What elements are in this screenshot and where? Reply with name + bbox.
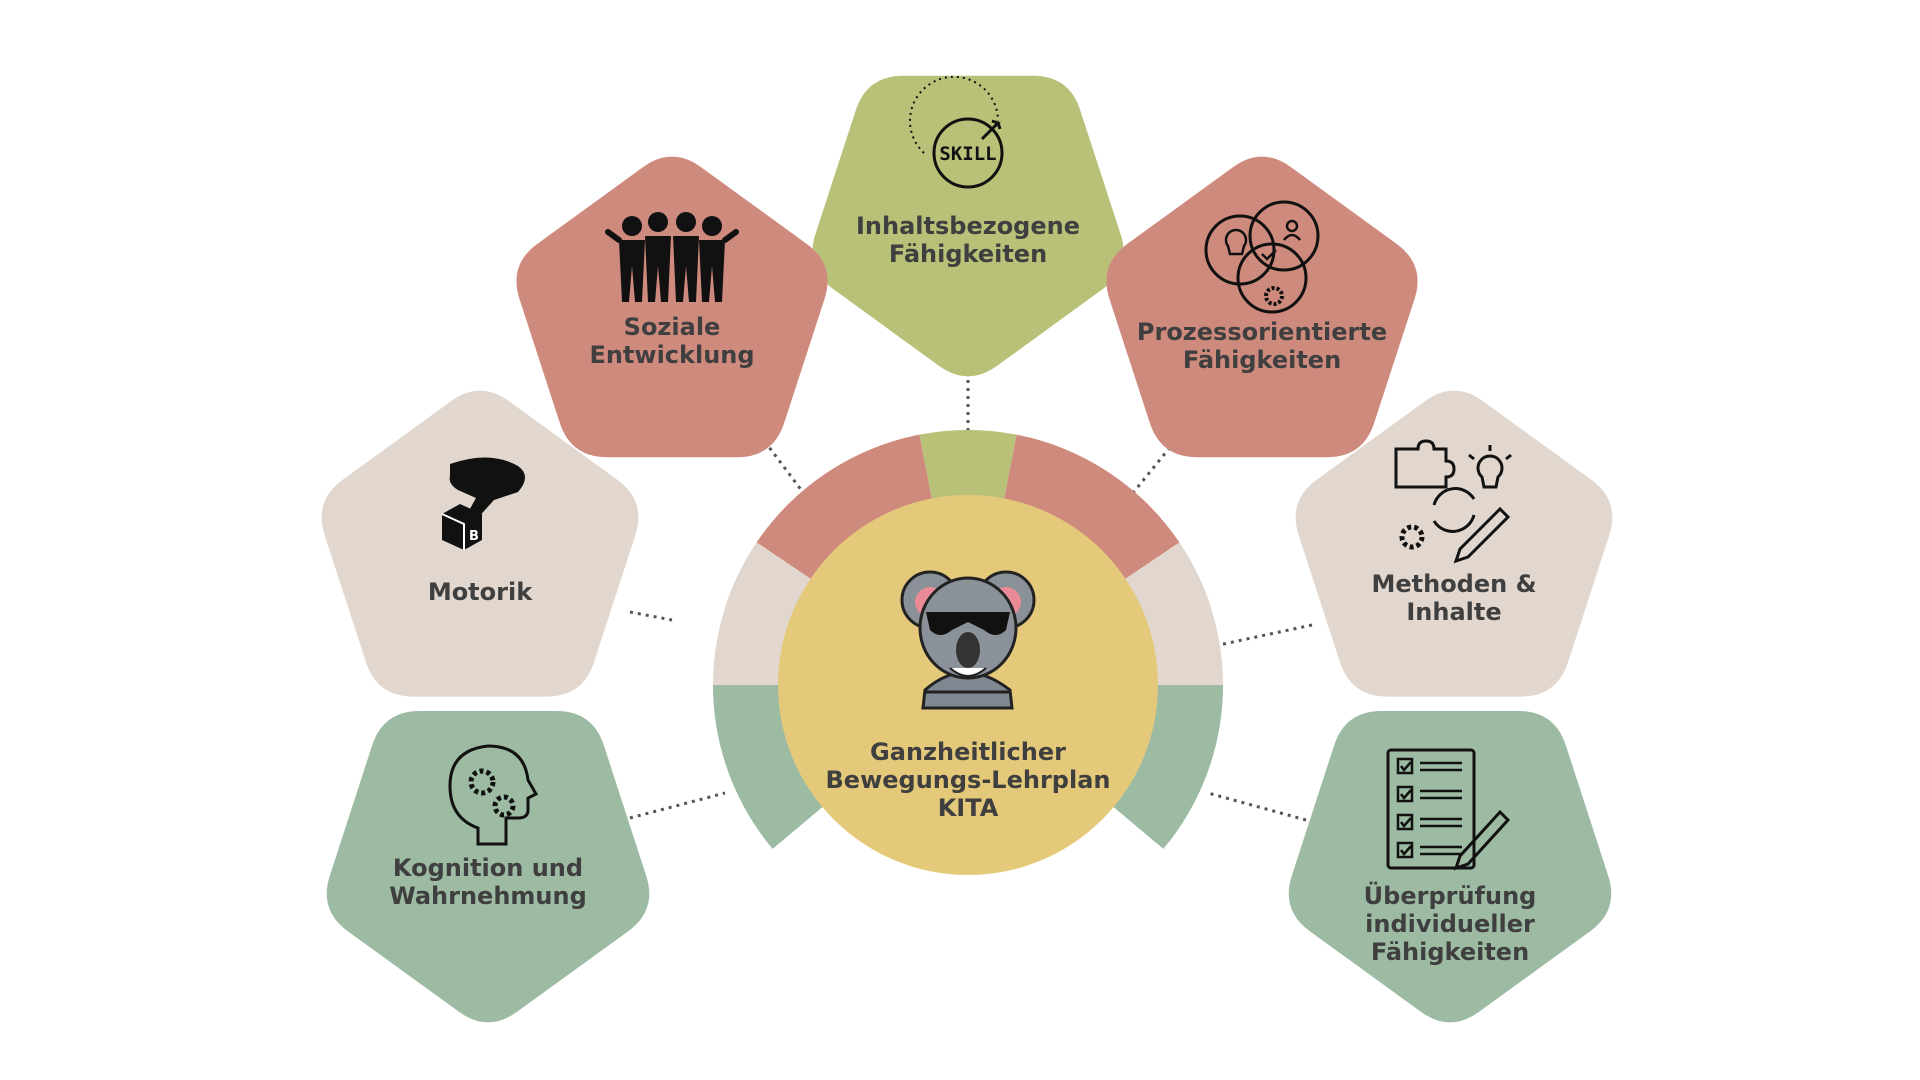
node-shape-methoden	[1295, 390, 1613, 697]
node-label-inhalt: Inhaltsbezogene	[856, 212, 1080, 240]
node-label-pruefung: Überprüfung	[1364, 880, 1537, 910]
node-shape-kognition	[326, 711, 650, 1023]
connector-motorik	[629, 610, 673, 622]
puzzle-bulb-cycle-pencil-icon	[1394, 439, 1512, 564]
node-motorik: B Motorik	[321, 390, 639, 697]
node-label-sozial: Entwicklung	[589, 341, 754, 369]
node-label-prozess: Fähigkeiten	[1183, 346, 1341, 374]
node-label-inhalt: Fähigkeiten	[889, 240, 1047, 268]
node-shape-prozess	[1106, 156, 1418, 458]
node-label-pruefung: Fähigkeiten	[1371, 938, 1529, 966]
svg-text:B: B	[469, 529, 479, 544]
hand-grabbing-block-icon: B	[441, 457, 525, 550]
center-title-line: KITA	[938, 794, 999, 822]
node-shape-inhalt	[812, 75, 1124, 377]
ring-segment-sozial	[756, 434, 940, 602]
svg-text:SKILL: SKILL	[939, 143, 996, 165]
head-with-gears-icon	[448, 744, 539, 846]
skill-gauge-icon: SKILL	[909, 75, 1004, 189]
node-label-kognition: Wahrnehmung	[389, 882, 587, 910]
node-shape-motorik	[321, 390, 639, 697]
node-label-methoden: Methoden &	[1371, 570, 1536, 598]
connector-pruefung	[1207, 791, 1307, 822]
connector-methoden	[1204, 623, 1313, 650]
checklist-pencil-icon	[1386, 748, 1511, 871]
center-title-line: Bewegungs-Lehrplan	[826, 766, 1111, 794]
koala-sunglasses-icon	[900, 570, 1036, 710]
node-shape-sozial	[516, 156, 828, 458]
connector-kognition	[629, 791, 726, 820]
venn-idea-person-gear-icon	[1204, 200, 1320, 314]
node-label-prozess: Prozessorientierte	[1137, 318, 1387, 346]
node-label-motorik: Motorik	[428, 578, 533, 606]
node-label-methoden: Inhalte	[1406, 598, 1501, 626]
node-label-pruefung: individueller	[1365, 910, 1535, 938]
connector-sozial	[758, 434, 822, 516]
category-nodes: SKILLInhaltsbezogeneFähigkeitenSozialeEn…	[321, 75, 1613, 1023]
ring-segment-prozess	[996, 434, 1180, 602]
center-title-line: Ganzheitlicher	[870, 738, 1066, 766]
node-methoden: Methoden &Inhalte	[1295, 390, 1613, 697]
node-label-sozial: Soziale	[624, 313, 721, 341]
group-of-people-icon	[605, 212, 739, 302]
node-label-kognition: Kognition und	[393, 854, 583, 882]
